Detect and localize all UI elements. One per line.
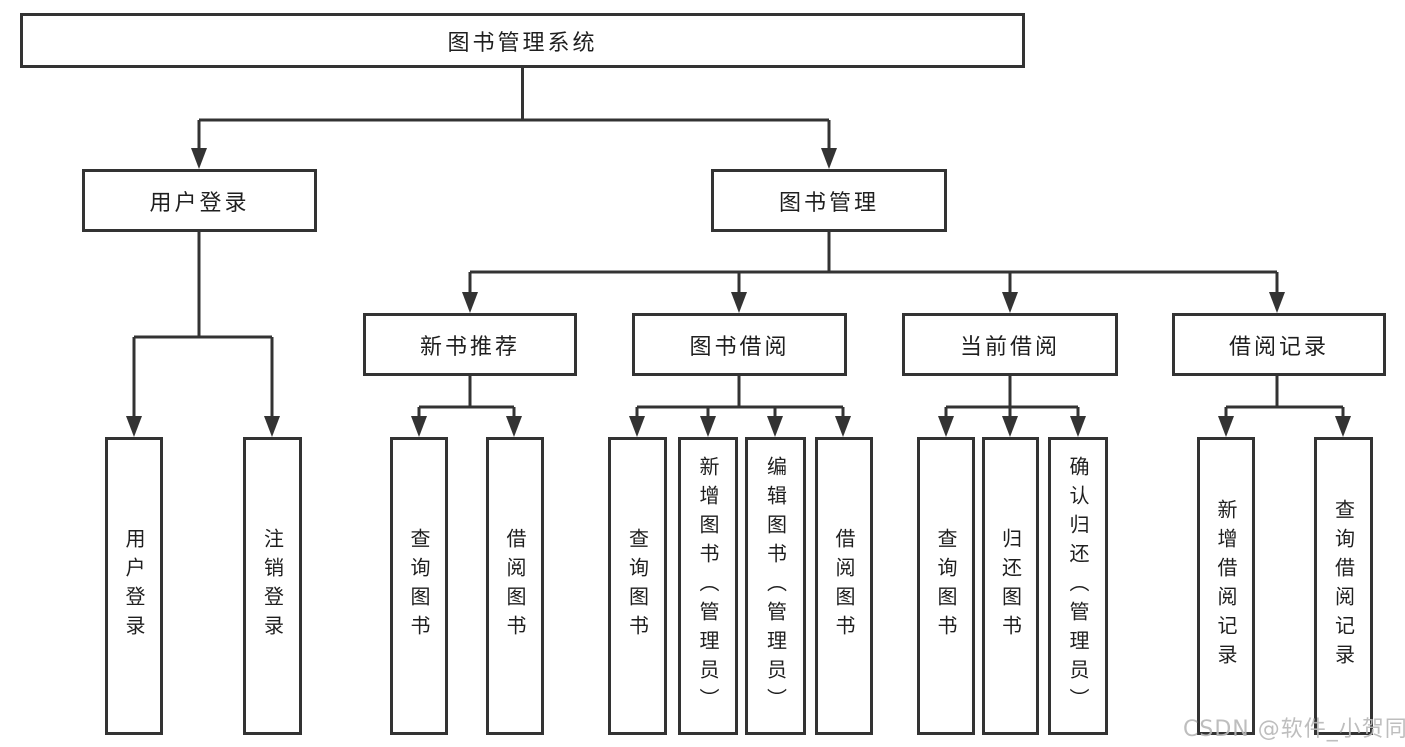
node-root: 图书管理系统	[20, 13, 1025, 68]
node-group-current-borrow: 当前借阅	[902, 313, 1118, 376]
node-leaf-logout: 注销登录	[243, 437, 302, 735]
node-leaf-query-books-recommend: 查询图书	[390, 437, 448, 735]
watermark: CSDN @软件_小贺同学	[1183, 717, 1405, 742]
node-leaf-confirm-return-admin: 确认归还（管理员）	[1048, 437, 1108, 735]
node-leaf-query-borrow-record: 查询借阅记录	[1314, 437, 1373, 735]
node-branch-user-login: 用户登录	[82, 169, 317, 232]
node-leaf-borrow-books: 借阅图书	[815, 437, 873, 735]
node-leaf-query-books-current: 查询图书	[917, 437, 975, 735]
node-group-new-book-recommend: 新书推荐	[363, 313, 577, 376]
node-group-book-borrow: 图书借阅	[632, 313, 847, 376]
node-branch-book-management: 图书管理	[711, 169, 947, 232]
node-leaf-add-borrow-record: 新增借阅记录	[1197, 437, 1255, 735]
node-leaf-edit-book-admin: 编辑图书（管理员）	[745, 437, 806, 735]
node-leaf-borrow-books-recommend: 借阅图书	[486, 437, 544, 735]
node-leaf-user-login: 用户登录	[105, 437, 163, 735]
node-leaf-add-book-admin: 新增图书（管理员）	[678, 437, 738, 735]
node-group-borrow-records: 借阅记录	[1172, 313, 1386, 376]
node-leaf-return-book: 归还图书	[982, 437, 1039, 735]
node-leaf-query-books-borrow: 查询图书	[608, 437, 667, 735]
